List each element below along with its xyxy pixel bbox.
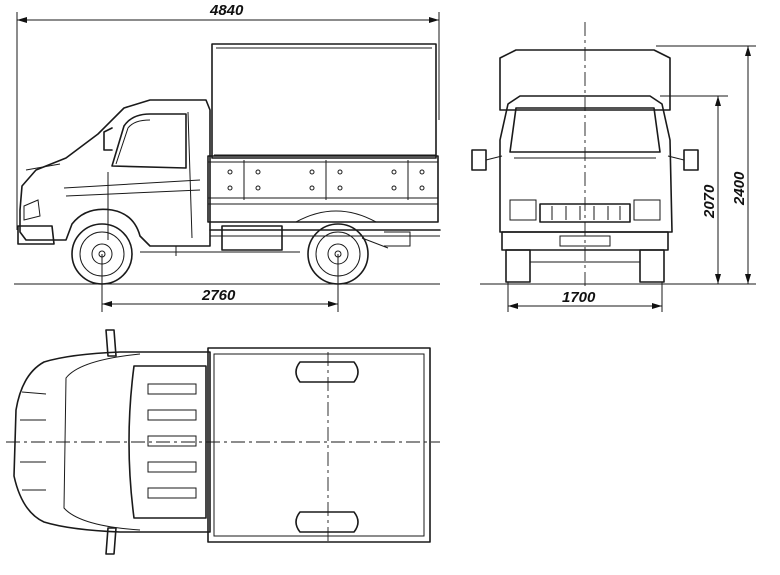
left-headlight <box>509 199 537 221</box>
front-left-wheel <box>505 249 531 283</box>
length-label: 4840 <box>209 2 244 19</box>
canvas-tent <box>211 43 437 159</box>
overall-height-dimension: 2400 <box>656 45 756 285</box>
top-rear-wheel-right <box>295 511 359 533</box>
top-rear-wheel-left <box>295 361 359 383</box>
top-cargo-platform <box>207 347 431 543</box>
front-view: 1700 2070 2400 <box>471 22 756 312</box>
front-bumper-face <box>501 231 669 251</box>
headlight <box>23 199 41 221</box>
side-mirror <box>103 127 113 151</box>
cargo-body <box>207 155 439 223</box>
windshield <box>509 107 661 153</box>
left-mirror <box>471 149 487 171</box>
side-view: 4840 <box>14 2 441 312</box>
front-right-wheel <box>639 249 665 283</box>
front-canvas-tent <box>499 49 671 111</box>
cab <box>19 99 211 247</box>
right-headlight <box>633 199 661 221</box>
top-left-mirror <box>105 329 117 357</box>
length-dimension: 4840 <box>16 2 440 230</box>
cab-window <box>111 113 187 169</box>
front-cab <box>499 95 673 233</box>
track-label: 1700 <box>562 289 596 306</box>
grille <box>539 203 631 223</box>
top-roof-panel <box>128 365 207 519</box>
cab-height-dimension: 2070 <box>660 95 728 285</box>
right-mirror <box>683 149 699 171</box>
top-right-mirror <box>105 527 117 555</box>
track-dimension: 1700 <box>507 282 663 312</box>
wheelbase-label: 2760 <box>201 287 236 304</box>
top-view <box>6 329 440 555</box>
front-bumper <box>17 225 55 245</box>
top-cab <box>13 351 211 533</box>
wheelbase-dimension: 2760 <box>101 254 339 312</box>
cab-height-label: 2070 <box>701 184 718 219</box>
fuel-tank <box>221 225 283 251</box>
overall-height-label: 2400 <box>731 171 748 206</box>
